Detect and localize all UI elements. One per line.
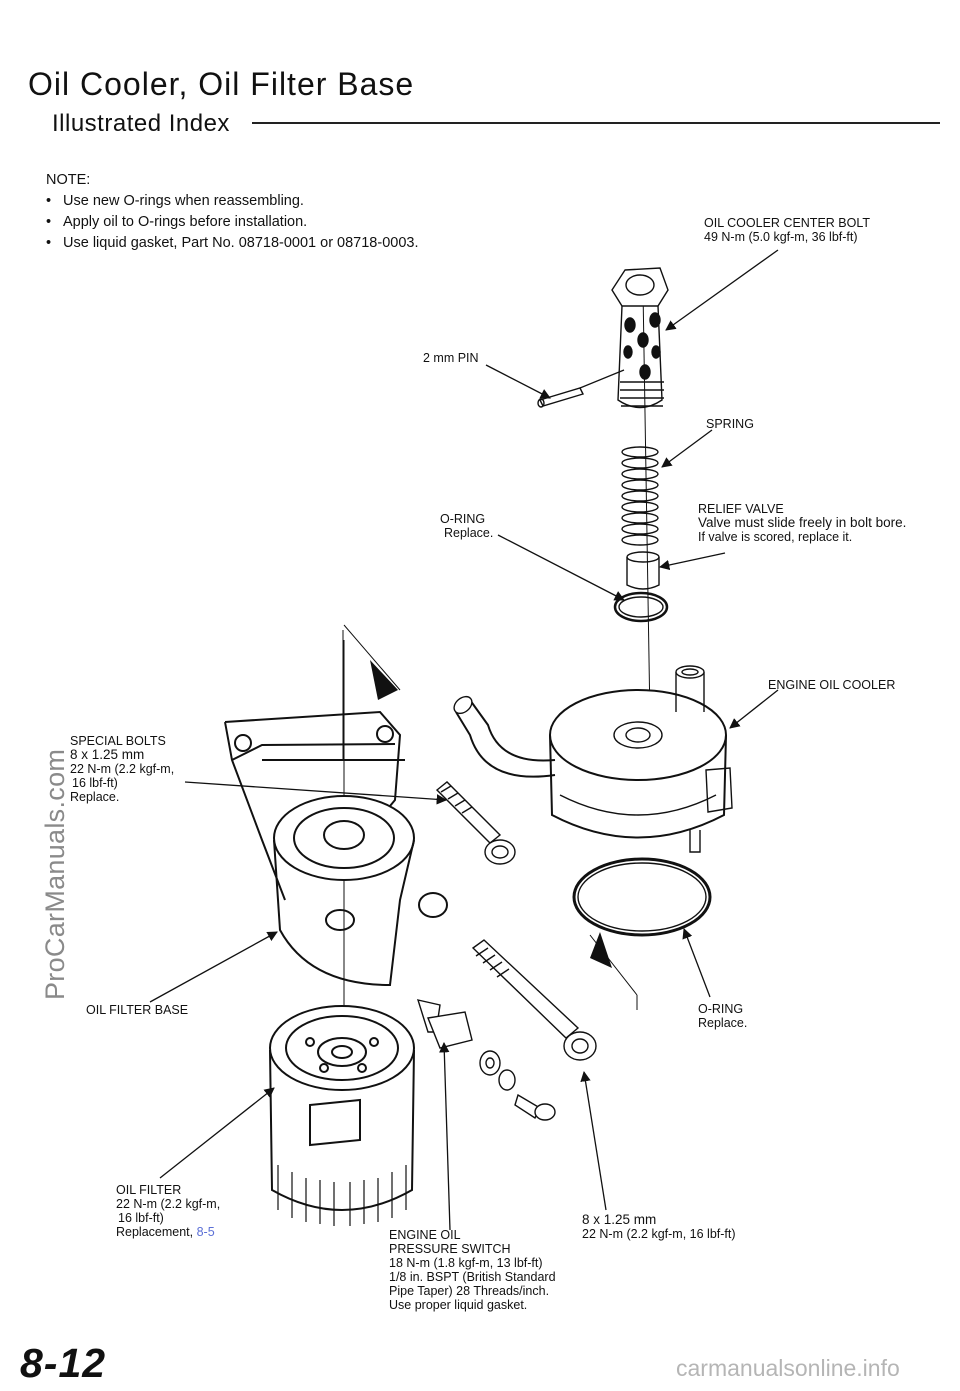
oil-filter-part (269, 1005, 415, 1226)
pin-part (537, 387, 584, 408)
center-bolt-part (611, 267, 669, 409)
label-pressure-switch: ENGINE OIL PRESSURE SWITCH 18 N-m (1.8 k… (389, 1228, 556, 1312)
label-center-bolt: OIL COOLER CENTER BOLT 49 N-m (5.0 kgf-m… (704, 216, 871, 244)
special-bolt-part (435, 781, 516, 865)
long-bolt-part (471, 939, 597, 1061)
label-pin: 2 mm PIN (423, 351, 479, 365)
section-subtitle: Illustrated Index (52, 110, 230, 137)
replacement-link[interactable]: 8-5 (196, 1225, 215, 1239)
relief-valve-part (626, 551, 660, 590)
label-bolt-8x125: 8 x 1.25 mm 22 N-m (2.2 kgf-m, 16 lbf-ft… (582, 1212, 736, 1242)
note-item: Use new O-rings when reassembling. (46, 191, 418, 212)
footer-watermark: carmanualsonline.info (676, 1355, 900, 1381)
note-item: Use liquid gasket, Part No. 08718-0001 o… (46, 233, 418, 254)
sidebar-watermark: ProCarManuals.com (40, 748, 70, 1000)
label-upper-o-ring: O-RING Replace. (440, 512, 494, 540)
note-item: Apply oil to O-rings before installation… (46, 212, 418, 233)
label-oil-cooler: ENGINE OIL COOLER (768, 678, 896, 692)
note-heading: NOTE: (46, 172, 91, 188)
label-filter-base: OIL FILTER BASE (86, 1003, 189, 1017)
oil-cooler-part (453, 665, 733, 853)
lower-o-ring-part (572, 857, 712, 937)
page-title: Oil Cooler, Oil Filter Base (28, 66, 415, 102)
note-block: NOTE: Use new O-rings when reassembling.… (46, 170, 418, 254)
filter-base-part (224, 710, 448, 987)
page-number: 8-12 (20, 1340, 107, 1386)
label-oil-filter: OIL FILTER 22 N-m (2.2 kgf-m, 16 lbf-ft)… (116, 1183, 221, 1239)
title-rule (252, 122, 940, 124)
label-spring: SPRING (706, 417, 754, 431)
upper-o-ring-part (613, 591, 669, 623)
label-special-bolts: SPECIAL BOLTS 8 x 1.25 mm 22 N-m (2.2 kg… (70, 734, 175, 804)
label-relief-valve: RELIEF VALVE Valve must slide freely in … (698, 502, 907, 544)
pressure-switch-part (416, 999, 556, 1121)
spring-part (621, 446, 659, 546)
label-lower-o-ring: O-RING Replace. (698, 1002, 748, 1030)
